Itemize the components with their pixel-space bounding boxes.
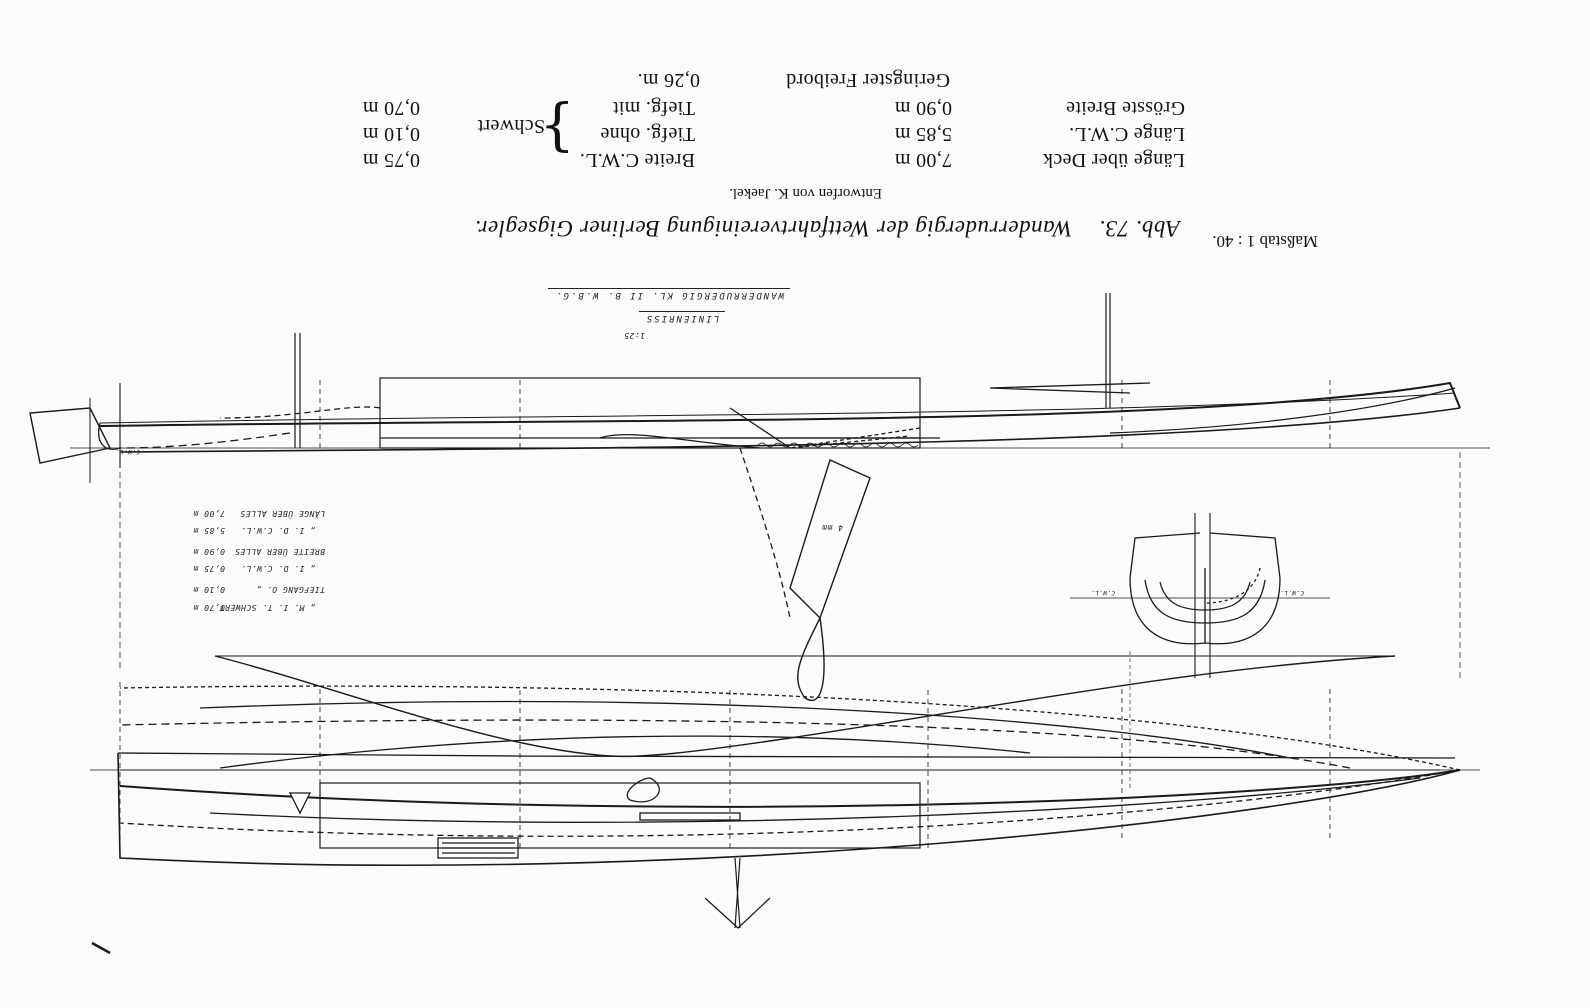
centreboard bbox=[720, 437, 940, 702]
half-breadth-plan bbox=[90, 678, 1480, 929]
pencil-mark bbox=[91, 941, 111, 955]
profile-view bbox=[29, 293, 1490, 483]
area-curve bbox=[119, 448, 1461, 788]
body-section bbox=[1070, 513, 1330, 678]
